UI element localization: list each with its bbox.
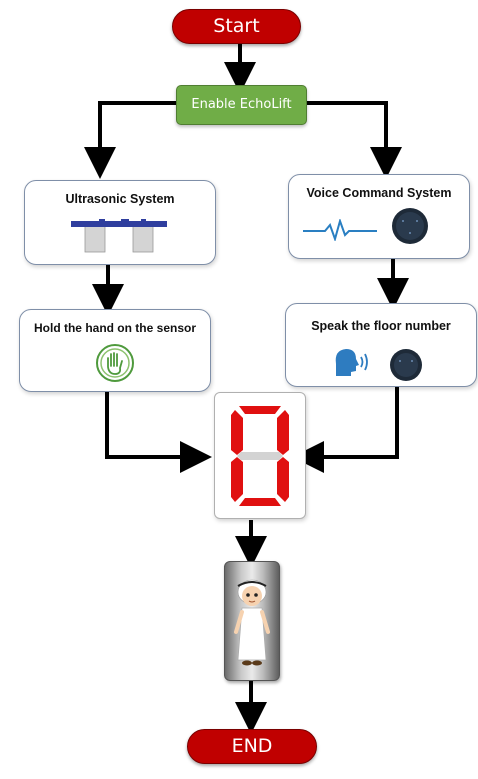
ultrasonic-system-card: Ultrasonic System	[24, 180, 216, 265]
arrow-speak-to-display	[292, 386, 399, 473]
segment-upper-right	[277, 410, 289, 455]
hand-title: Hold the hand on the sensor	[33, 321, 196, 335]
start-label: Start	[213, 15, 260, 37]
segment-upper-left	[231, 410, 243, 455]
ultrasonic-sensor-icon	[71, 219, 167, 253]
elevator-cabin	[224, 561, 280, 681]
segment-lower-right	[277, 457, 289, 502]
start-terminal: Start	[172, 9, 301, 44]
hold-hand-card: Hold the hand on the sensor	[19, 309, 211, 392]
segment-middle	[237, 452, 283, 460]
enable-label: Enable EchoLift	[191, 97, 292, 112]
enable-echolift-box: Enable EchoLift	[176, 85, 307, 125]
segment-bottom	[239, 498, 281, 506]
speak-floor-card: Speak the floor number	[285, 303, 477, 387]
end-label: END	[231, 735, 273, 757]
smart-speaker-icon	[390, 349, 422, 381]
hand-gesture-icon	[96, 344, 134, 382]
ultrasonic-title: Ultrasonic System	[65, 192, 175, 206]
speak-title: Speak the floor number	[311, 319, 451, 333]
arrow-enable-to-ultrasonic	[84, 101, 176, 179]
arrow-enable-to-voice	[305, 101, 402, 179]
floor-display-box: 0	[214, 392, 306, 519]
sound-wave-icon	[303, 219, 377, 241]
segment-top	[239, 406, 281, 414]
voice-title: Voice Command System	[306, 186, 452, 200]
person-in-elevator-icon	[234, 579, 270, 666]
smart-speaker-icon	[392, 208, 428, 244]
segment-lower-left	[231, 457, 243, 502]
end-terminal: END	[187, 729, 317, 764]
arrow-hand-to-display	[105, 390, 212, 473]
voice-command-system-card: Voice Command System	[288, 174, 470, 259]
seven-segment-display	[231, 406, 289, 506]
speaking-head-icon	[335, 349, 368, 376]
